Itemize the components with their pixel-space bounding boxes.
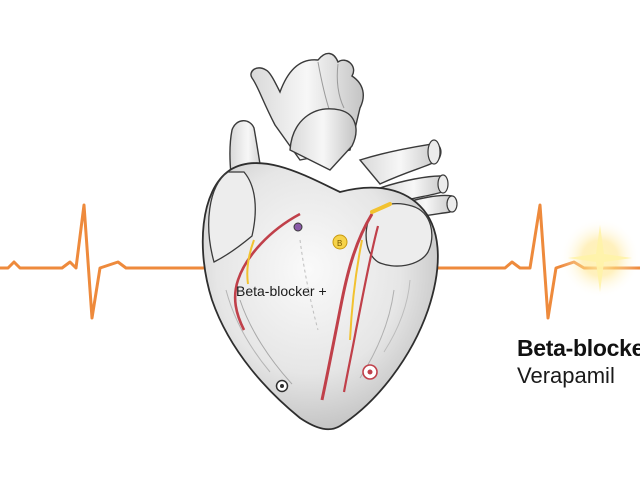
marker-glyph: B — [337, 239, 342, 248]
pulmonary-trunk — [289, 108, 357, 171]
coronary-artery-right — [233, 212, 303, 331]
heart-icon — [201, 162, 439, 431]
inline-drug-label: Beta-blocker + — [236, 283, 327, 299]
pulmonary-veins — [358, 139, 458, 221]
sparkle-icon — [560, 218, 640, 298]
drug-label-primary: Beta-blocker — [517, 335, 640, 361]
coronary-artery-left — [320, 213, 380, 401]
drug-label-block: Beta-blocker Verapamil — [517, 335, 640, 389]
drug-label-secondary: Verapamil — [517, 363, 615, 388]
highlight-markers: B — [275, 202, 392, 393]
ecg-line-left — [0, 203, 212, 320]
